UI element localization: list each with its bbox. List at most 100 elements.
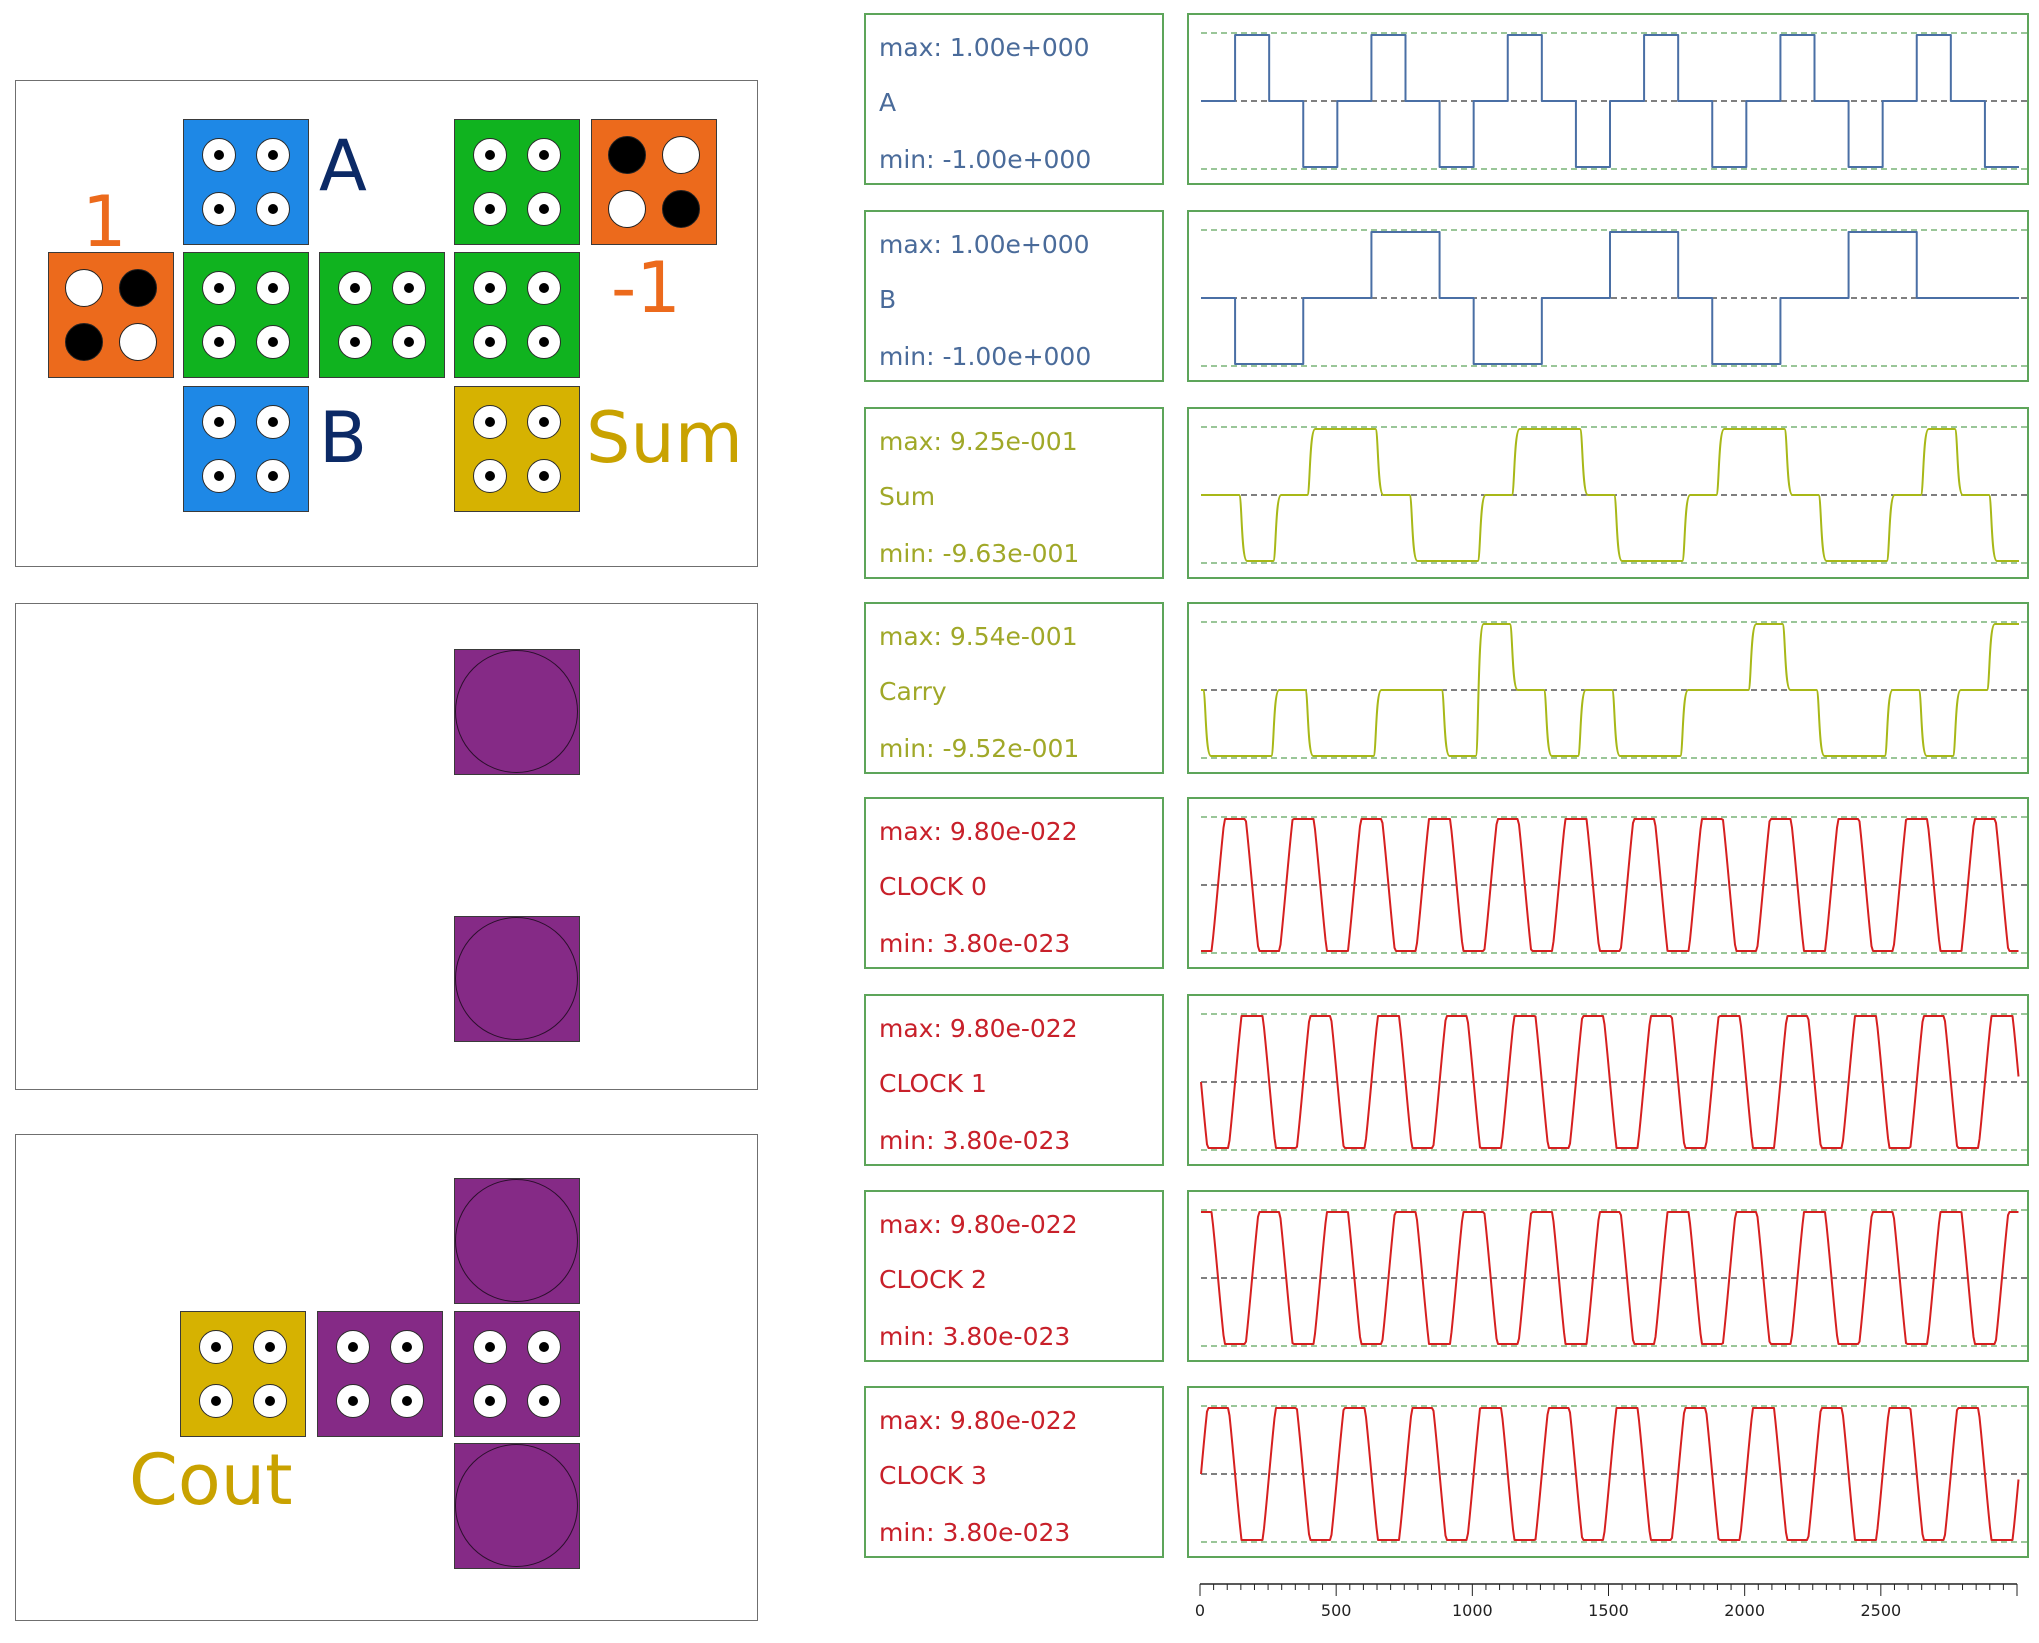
majority-cell-left xyxy=(183,252,309,378)
output-cell-sum xyxy=(454,386,580,512)
waveform-svg xyxy=(1200,1013,2027,1151)
signal-name: A xyxy=(879,88,897,117)
empty-dot xyxy=(608,190,646,228)
label-sum: Sum xyxy=(586,397,743,479)
label-b: B xyxy=(319,397,368,479)
signal-min-value: min: -9.52e-001 xyxy=(879,734,1080,763)
label-a: A xyxy=(319,125,367,207)
quantum-dot xyxy=(527,192,561,226)
signal-trace xyxy=(1201,818,2019,952)
quantum-dot xyxy=(202,325,236,359)
empty-dot xyxy=(662,136,700,174)
signal-min-value: min: 3.80e-023 xyxy=(879,1126,1071,1155)
axis-tick-label: 2000 xyxy=(1724,1601,1765,1620)
cell-boundary-circle xyxy=(455,917,578,1040)
quantum-dot xyxy=(338,325,372,359)
signal-name: B xyxy=(879,285,897,314)
quantum-dot xyxy=(256,405,290,439)
quantum-dot xyxy=(202,459,236,493)
signal-name: CLOCK 0 xyxy=(879,872,987,901)
signal-min-value: min: -1.00e+000 xyxy=(879,145,1092,174)
charged-dot xyxy=(65,323,103,361)
waveform-svg xyxy=(1201,229,2027,367)
waveform-svg xyxy=(1201,426,2027,564)
wire-cell-middle xyxy=(319,252,445,378)
quantum-dot xyxy=(256,192,290,226)
quantum-dot xyxy=(336,1330,370,1364)
axis-tick-label: 1500 xyxy=(1588,1601,1629,1620)
signal-min-value: min: 3.80e-023 xyxy=(879,1322,1071,1351)
waveform-svg xyxy=(1200,1405,2027,1543)
waveform-svg xyxy=(1201,1209,2027,1347)
fixed-cell-minus-one xyxy=(591,119,717,245)
axis-tick-label: 1000 xyxy=(1452,1601,1493,1620)
quantum-dot xyxy=(527,1384,561,1418)
charged-dot xyxy=(119,269,157,307)
waveform-svg xyxy=(1201,32,2027,170)
majority-cell-right xyxy=(454,252,580,378)
quantum-dot xyxy=(527,325,561,359)
signal-name: CLOCK 1 xyxy=(879,1069,987,1098)
signal-trace xyxy=(1201,231,2019,365)
quantum-dot xyxy=(202,271,236,305)
empty-dot xyxy=(65,269,103,307)
axis-tick-label: 500 xyxy=(1321,1601,1352,1620)
fixed-cell-one xyxy=(48,252,174,378)
quantum-dot xyxy=(527,1330,561,1364)
quantum-dot xyxy=(473,192,507,226)
signal-max-value: max: 1.00e+000 xyxy=(879,33,1090,62)
signal-trace xyxy=(1200,1407,2020,1541)
signal-name: Carry xyxy=(879,677,947,706)
label-cout: Cout xyxy=(129,1439,293,1521)
signal-plot-clock-1 xyxy=(1187,994,2029,1166)
signal-max-value: max: 9.25e-001 xyxy=(879,427,1078,456)
signal-max-value: max: 9.80e-022 xyxy=(879,1014,1078,1043)
signal-plot-sum xyxy=(1187,407,2029,579)
signal-plot-a xyxy=(1187,13,2029,185)
charged-dot xyxy=(662,190,700,228)
carry-cell-top xyxy=(454,1178,580,1304)
quantum-dot xyxy=(473,138,507,172)
quantum-dot xyxy=(527,138,561,172)
signal-max-value: max: 9.80e-022 xyxy=(879,1406,1078,1435)
signal-trace xyxy=(1201,428,2019,562)
crossover-cell-lower xyxy=(454,916,580,1042)
quantum-dot xyxy=(256,271,290,305)
signal-plot-clock-3 xyxy=(1187,1386,2029,1558)
quantum-dot xyxy=(473,1384,507,1418)
quantum-dot xyxy=(338,271,372,305)
signal-min-value: min: 3.80e-023 xyxy=(879,1518,1071,1547)
cell-boundary-circle xyxy=(455,650,578,773)
quantum-dot xyxy=(199,1330,233,1364)
signal-trace xyxy=(1200,1015,2020,1149)
label-minus-one: -1 xyxy=(611,247,681,329)
signal-min-value: min: -1.00e+000 xyxy=(879,342,1092,371)
quantum-dot xyxy=(202,192,236,226)
quantum-dot xyxy=(390,1384,424,1418)
waveform-svg xyxy=(1201,621,2027,759)
signal-name: CLOCK 2 xyxy=(879,1265,987,1294)
quantum-dot xyxy=(527,459,561,493)
input-cell-b xyxy=(183,386,309,512)
quantum-dot xyxy=(473,459,507,493)
quantum-dot xyxy=(473,405,507,439)
signal-max-value: max: 9.80e-022 xyxy=(879,1210,1078,1239)
quantum-dot xyxy=(202,138,236,172)
quantum-dot xyxy=(527,271,561,305)
cell-boundary-circle xyxy=(455,1444,578,1567)
signal-trace xyxy=(1201,1211,2019,1345)
quantum-dot xyxy=(253,1384,287,1418)
signal-max-value: max: 1.00e+000 xyxy=(879,230,1090,259)
quantum-dot xyxy=(202,405,236,439)
quantum-dot xyxy=(199,1384,233,1418)
quantum-dot xyxy=(256,138,290,172)
empty-dot xyxy=(119,323,157,361)
signal-trace xyxy=(1201,34,2019,168)
quantum-dot xyxy=(256,325,290,359)
